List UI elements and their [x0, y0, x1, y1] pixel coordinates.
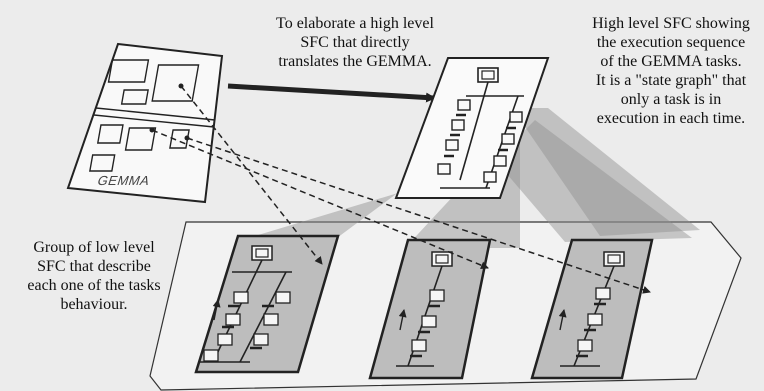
- high-level-sfc-plane: [394, 57, 550, 199]
- caption-elaborate-high-level-sfc: To elaborate a high level SFC that direc…: [276, 15, 434, 70]
- low-level-sfc-2: [368, 238, 492, 380]
- caption-low-level-sfc: Group of low level SFC that describe eac…: [27, 239, 161, 313]
- low-level-sfc-1: [194, 234, 340, 374]
- translation-arrow: [227, 83, 436, 103]
- caption-high-level-sfc: High level SFC showing the execution seq…: [592, 15, 750, 127]
- mapping-arrows: [151, 85, 651, 294]
- gemma-label: GEMMA: [95, 173, 153, 188]
- low-level-sfc-3: [530, 238, 654, 380]
